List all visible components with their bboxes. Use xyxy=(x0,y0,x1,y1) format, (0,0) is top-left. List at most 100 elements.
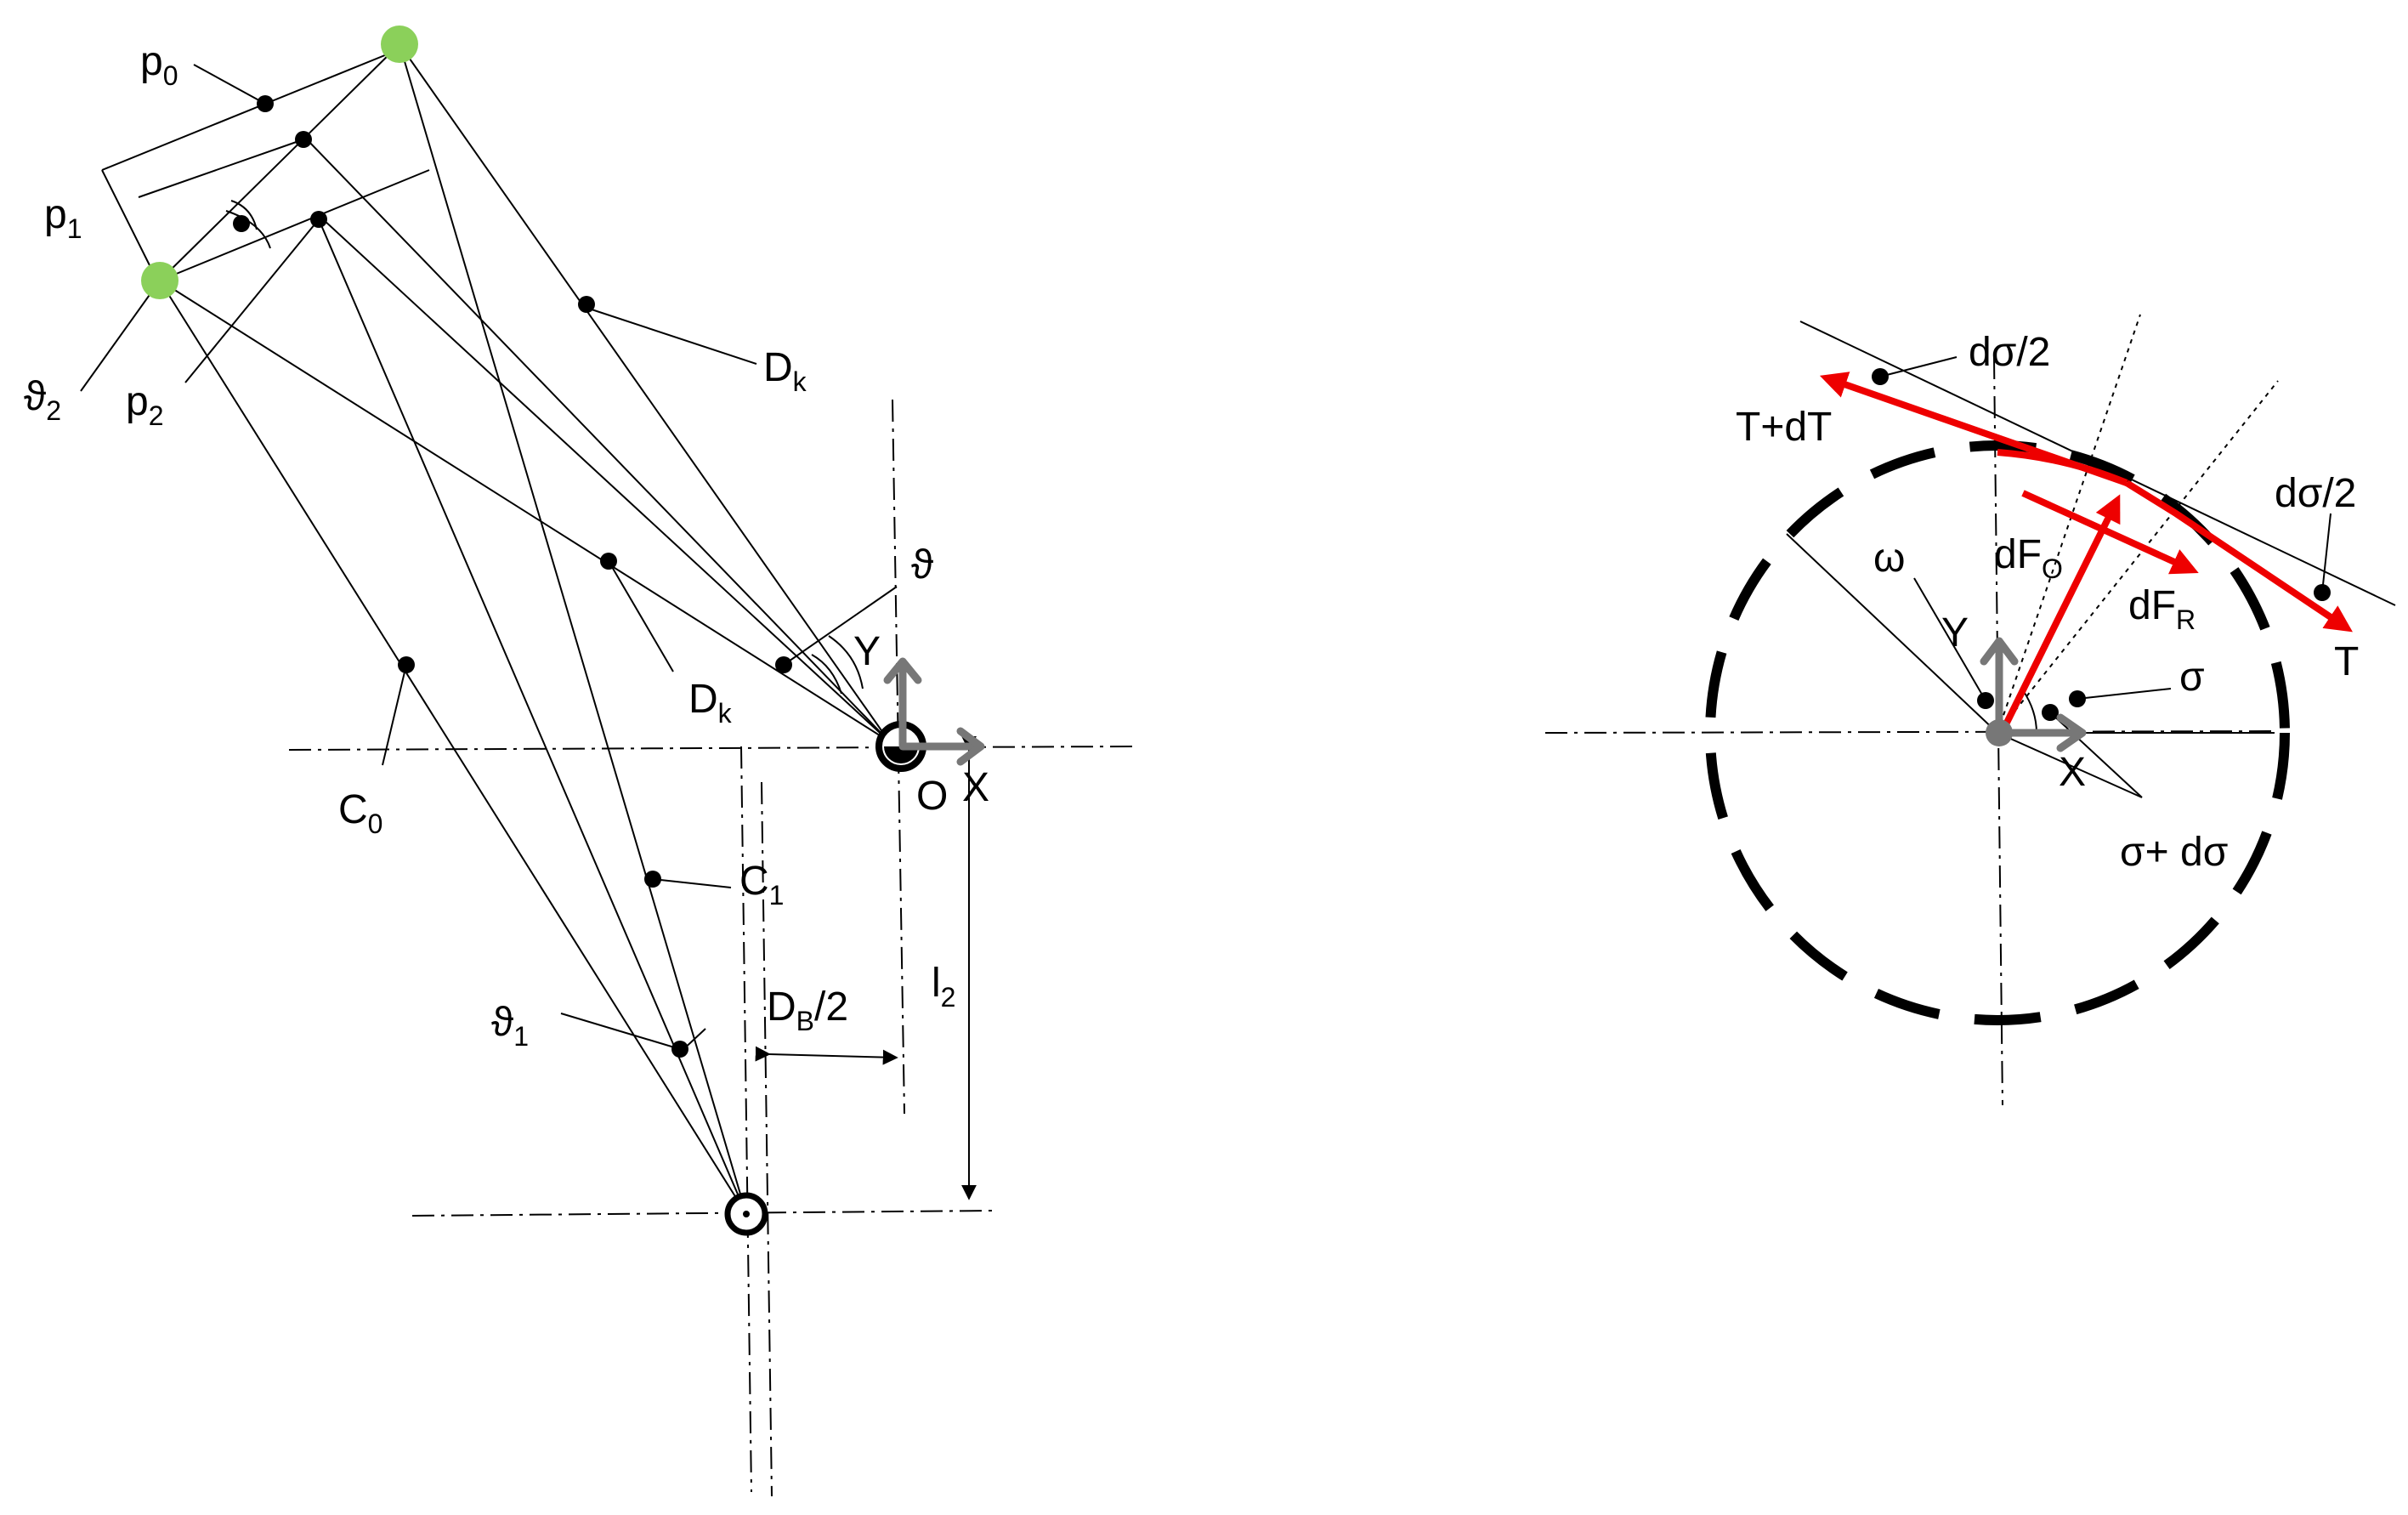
line-upper-parallel xyxy=(138,138,307,198)
label-db-half: DB/2 xyxy=(767,984,848,1036)
angle-arc-theta2-inner xyxy=(230,200,258,230)
label-dsigma-top: dσ/2 xyxy=(1969,330,2050,375)
dotted-radial-sigma xyxy=(1997,314,2141,734)
label-c0: C0 xyxy=(338,787,382,839)
dashed-circle xyxy=(1705,440,2290,1025)
horizontal-axis-lower xyxy=(411,1210,995,1217)
line-dk-mid xyxy=(305,138,890,742)
origin-joint-half xyxy=(884,746,918,763)
vertical-axis-lower-a xyxy=(740,746,752,1493)
force-df-r xyxy=(2021,490,2199,575)
label-c1: C1 xyxy=(739,859,784,911)
point-c1 xyxy=(644,871,661,888)
dim-db-half xyxy=(755,1046,898,1065)
point-dk-lower xyxy=(600,553,617,570)
label-dk-upper: Dk xyxy=(763,345,807,397)
leader-p0 xyxy=(193,64,266,105)
center-point xyxy=(1986,719,2013,746)
leader-theta xyxy=(783,586,898,666)
leader-c0 xyxy=(382,664,407,766)
line-sigma-dsigma xyxy=(1997,732,2143,798)
line-lower-parallel xyxy=(159,169,430,281)
line-c0-inner xyxy=(159,280,890,742)
leader-theta1 xyxy=(560,1013,681,1050)
point-p1 xyxy=(295,131,312,148)
label-dsigma-right: dσ/2 xyxy=(2275,471,2356,516)
leader-dsigma-right xyxy=(2321,513,2332,593)
label-p1: p1 xyxy=(44,192,82,244)
label-sigma: σ xyxy=(2179,655,2205,700)
point-dsigma-top xyxy=(1872,368,1889,385)
leader-c1 xyxy=(652,878,732,888)
line-top-edge xyxy=(101,48,400,171)
point-sigma xyxy=(2069,690,2086,707)
angle-arc-theta2-outer xyxy=(225,210,271,249)
force-df-o xyxy=(2003,494,2121,726)
x-axis-arrowhead xyxy=(956,727,985,766)
line-p2-leader xyxy=(184,218,320,383)
leader-dk-upper xyxy=(586,307,757,365)
point-dk-upper xyxy=(578,296,595,313)
line-pivot-diagonal xyxy=(159,43,400,281)
label-x-axis: X xyxy=(962,765,989,810)
right-diagram: dσ/2 T+dT dσ/2 ω dFO dFR Y T σ X σ+ dσ xyxy=(1544,314,2396,1106)
vertical-axis xyxy=(1993,356,2003,1106)
radius-omega xyxy=(1786,533,1998,734)
leader-omega xyxy=(1913,577,1986,701)
label-omega: ω xyxy=(1873,536,1905,581)
angle-arc-sigma xyxy=(2022,689,2037,734)
left-diagram: p0 p1 ϑ2 p2 Dk Dk C0 C1 ϑ1 ϑ Y X O DB/2 … xyxy=(24,26,1136,1497)
label-y-axis-right: Y xyxy=(1941,610,1969,655)
leader-sigma-dsigma xyxy=(2049,712,2143,798)
lower-joint-center xyxy=(743,1211,750,1217)
pivot-left xyxy=(141,262,178,299)
point-omega xyxy=(1977,692,1994,709)
point-p2 xyxy=(310,211,327,228)
point-dsigma-right xyxy=(2314,584,2331,601)
line-left-edge xyxy=(101,169,154,273)
label-df-r: dFR xyxy=(2128,583,2196,635)
angle-arc-theta-inner xyxy=(811,654,842,695)
leader-dk-lower xyxy=(608,560,674,672)
label-t: T xyxy=(2334,639,2359,684)
line-theta2-tick xyxy=(80,280,161,392)
label-l2: l2 xyxy=(932,961,955,1013)
leader-sigma xyxy=(2077,688,2172,700)
angle-arc-theta-outer xyxy=(828,635,864,689)
line-p2-to-lower xyxy=(318,218,747,1215)
label-t-plus-dt: T+dT xyxy=(1736,405,1832,450)
horizontal-axis-origin xyxy=(288,746,1136,751)
label-x-axis-right: X xyxy=(2059,750,2086,795)
point-c0 xyxy=(398,656,415,673)
dotted-radial-sigma-dsigma xyxy=(1997,380,2279,734)
force-t-plus-dt xyxy=(1819,372,2128,486)
label-theta2: ϑ2 xyxy=(24,374,61,426)
point-theta xyxy=(775,656,792,673)
label-theta: ϑ xyxy=(911,542,933,587)
point-p0 xyxy=(257,95,274,112)
point-theta1 xyxy=(671,1041,688,1058)
point-sigma-dsigma xyxy=(2042,704,2059,721)
label-dk-lower: Dk xyxy=(688,677,733,729)
y-axis-arrowhead-right xyxy=(1980,637,2019,666)
horizontal-axis xyxy=(1544,730,2275,734)
pivot-top xyxy=(381,26,418,63)
label-p2: p2 xyxy=(126,379,164,431)
label-theta1: ϑ1 xyxy=(491,1000,529,1052)
leader-dsigma-top xyxy=(1879,356,1958,377)
y-axis-arrowhead xyxy=(883,657,922,684)
label-y-axis: Y xyxy=(853,629,881,674)
line-c0 xyxy=(159,280,747,1215)
line-c1 xyxy=(399,43,747,1215)
force-t xyxy=(2124,479,2353,633)
line-dk-upper xyxy=(399,43,890,742)
tangent-line xyxy=(1799,321,2396,606)
label-origin: O xyxy=(916,774,948,819)
label-sigma-dsigma: σ+ dσ xyxy=(2120,830,2228,875)
label-df-o: dFO xyxy=(1994,532,2063,584)
point-theta2 xyxy=(233,215,250,232)
vertical-axis-lower-b xyxy=(761,781,773,1497)
label-p0: p0 xyxy=(140,39,178,91)
line-p1-diag xyxy=(322,218,890,742)
